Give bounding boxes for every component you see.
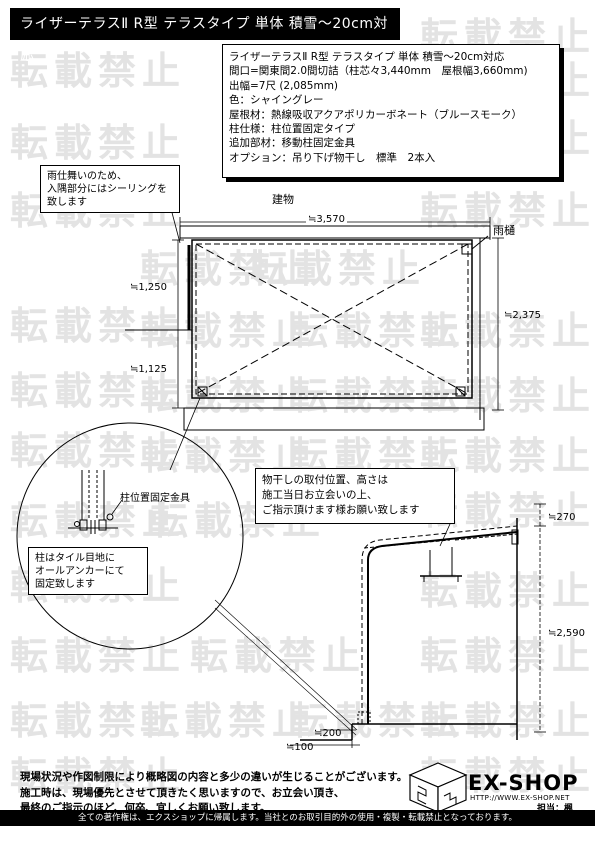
spec-line: 色：シャイングレー bbox=[229, 94, 324, 107]
spec-line: 間口=関東間2.0間切詰（柱芯々3,440mm 屋根幅3,660mm) bbox=[229, 65, 528, 78]
diagonal-2 bbox=[195, 243, 469, 395]
page-title: ライザーテラスⅡ R型 テラスタイプ 単体 積雪～20cm対応 bbox=[10, 8, 400, 64]
gutter bbox=[461, 243, 473, 255]
bracket-label: 柱位置固定金具 bbox=[120, 493, 190, 504]
width-dimension: ≒3,570 bbox=[306, 214, 348, 225]
section-top-dimension: ≒270 bbox=[548, 512, 576, 523]
detail-circle bbox=[16, 422, 244, 650]
anchor-note-line: オールアンカーにて bbox=[35, 566, 125, 577]
spec-line: 柱仕様：柱位置固定タイプ bbox=[229, 123, 355, 136]
post-left bbox=[197, 386, 208, 397]
rain-note-line: 致します bbox=[47, 197, 87, 208]
rain-note-line: 雨仕舞いのため、 bbox=[47, 171, 127, 182]
copyright-bar: 全ての著作権は、エクスショップに帰属します。当社とのお取引目的外の使用・複製・転… bbox=[0, 810, 595, 826]
left-lower-dimension: ≒1,125 bbox=[130, 364, 168, 375]
floor-slab bbox=[183, 407, 485, 431]
post-right bbox=[455, 386, 466, 397]
section-roof bbox=[367, 531, 518, 724]
footer-notice-line: 現場状況や作図制限により概略図の内容と多少の違いが生じることがございます。 bbox=[20, 771, 408, 783]
section-step-dimension: ≒200 bbox=[314, 728, 342, 739]
anchor-note-line: 固定致します bbox=[35, 579, 95, 590]
right-dimension: ≒2,375 bbox=[504, 310, 542, 321]
terrace-inner-dashed bbox=[195, 243, 469, 395]
terrace-roof-outline bbox=[191, 239, 473, 399]
laundry-note: 物干しの取付位置、高さは 施工当日お立会いの上、 ご指示頂けます様お願い致します bbox=[255, 468, 455, 524]
laundry-note-line: 物干しの取付位置、高さは bbox=[262, 474, 388, 486]
building-wall bbox=[179, 225, 491, 239]
footer-notice-line: 施工時は、現場優先とさせて頂きたく思いますので、お立会い頂き、 bbox=[20, 786, 345, 799]
spec-box: ライザーテラスⅡ R型 テラスタイプ 単体 積雪～20cm対応間口=関東間2.0… bbox=[222, 44, 560, 178]
section-height-dimension: ≒2,590 bbox=[548, 628, 586, 639]
staff-label: 担当：楓 bbox=[537, 804, 574, 814]
diagonal-1 bbox=[195, 243, 469, 395]
laundry-note-line: 施工当日お立会いの上、 bbox=[262, 489, 378, 501]
spec-line: 追加部材：移動柱固定金具 bbox=[229, 137, 355, 150]
gutter-label: 雨樋 bbox=[493, 224, 515, 237]
anchor-note: 柱はタイル目地に オールアンカーにて 固定致します bbox=[28, 547, 148, 595]
section-offset-dimension: ≒100 bbox=[286, 742, 314, 753]
building-label: 建物 bbox=[272, 193, 294, 206]
rain-note: 雨仕舞いのため、 入隅部分にはシーリングを 致します bbox=[40, 165, 180, 213]
spec-line: ライザーテラスⅡ R型 テラスタイプ 単体 積雪～20cm対応 bbox=[229, 51, 505, 63]
laundry-note-line: ご指示頂けます様お願い致します bbox=[262, 504, 420, 516]
rain-note-line: 入隅部分にはシーリングを bbox=[47, 184, 167, 195]
logo-text: EX-SHOP bbox=[468, 771, 579, 795]
spec-line: オプション：吊り下げ物干し 標準 2本入 bbox=[229, 151, 436, 164]
anchor-note-line: 柱はタイル目地に bbox=[35, 553, 115, 564]
left-upper-dimension: ≒1,250 bbox=[130, 282, 168, 293]
spec-line: 出幅=7尺 (2,085mm) bbox=[229, 79, 339, 92]
spec-line: 屋根材：熱線吸収アクアポリカーボネート（ブルースモーク） bbox=[229, 108, 522, 121]
site-url[interactable]: HTTP://WWW.EX-SHOP.NET bbox=[470, 794, 570, 802]
